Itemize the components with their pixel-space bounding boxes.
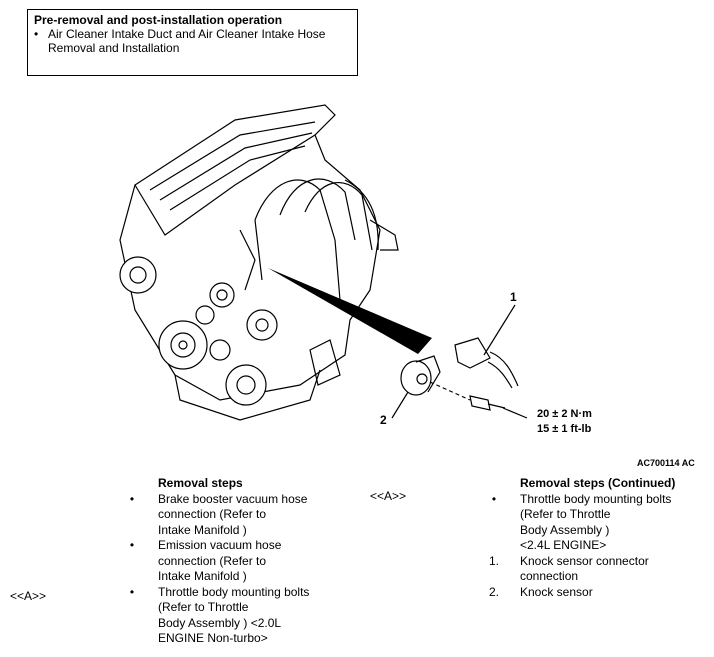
torque-ftlb: 15 ± 1 ft-lb xyxy=(537,423,592,435)
tag-a-right: <<A>> xyxy=(370,489,407,503)
removal-steps-continued-heading: Removal steps (Continued) xyxy=(520,476,676,490)
removal-steps-heading: Removal steps xyxy=(158,476,243,490)
pre-removal-item-text: Air Cleaner Intake Duct and Air Cleaner … xyxy=(48,27,326,55)
removal-steps: Removal steps • Brake booster vacuum hos… xyxy=(120,476,370,647)
step-item: 1. Knock sensor connector connection xyxy=(482,554,712,585)
bullet: • xyxy=(34,27,39,41)
pre-removal-title: Pre-removal and post-installation operat… xyxy=(34,13,283,27)
step-item: • Emission vacuum hose connection (Refer… xyxy=(120,538,370,585)
step-text: Emission vacuum hose connection (Refer t… xyxy=(158,538,282,583)
step-text: Throttle body mounting bolts (Refer to T… xyxy=(520,491,672,553)
callout-2: 2 xyxy=(380,413,387,427)
step-item: 2. Knock sensor xyxy=(482,585,712,601)
pre-removal-box: Pre-removal and post-installation operat… xyxy=(27,9,358,76)
engine-drawing xyxy=(119,104,528,421)
step-item: • Brake booster vacuum hose connection (… xyxy=(120,492,370,539)
step-marker: • xyxy=(129,538,135,552)
removal-steps-continued: Removal steps (Continued) • Throttle bod… xyxy=(482,476,712,600)
torque-nm: 20 ± 2 N·m xyxy=(537,408,592,420)
step-text: Throttle body mounting bolts (Refer to T… xyxy=(158,584,310,646)
step-marker: • xyxy=(129,584,135,599)
engine-illustration: 1 2 20 ± 2 N·m 15 ± 1 ft-lb AC700114 AC xyxy=(0,100,714,470)
step-marker: • xyxy=(491,491,497,506)
step-item: • Throttle body mounting bolts (Refer to… xyxy=(120,585,370,647)
step-marker: 2. xyxy=(488,584,499,599)
step-marker: • xyxy=(129,491,135,506)
tag-a-left: <<A>> xyxy=(10,589,47,603)
figure-code: AC700114 AC xyxy=(637,458,695,468)
pre-removal-item: • Air Cleaner Intake Duct and Air Cleane… xyxy=(34,27,351,55)
step-item: • Throttle body mounting bolts (Refer to… xyxy=(482,492,712,554)
step-text: Knock sensor connector connection xyxy=(520,553,649,584)
step-text: Brake booster vacuum hose connection (Re… xyxy=(158,491,308,537)
callout-1: 1 xyxy=(510,290,517,304)
step-marker: 1. xyxy=(488,553,499,568)
step-text: Knock sensor xyxy=(520,584,593,599)
